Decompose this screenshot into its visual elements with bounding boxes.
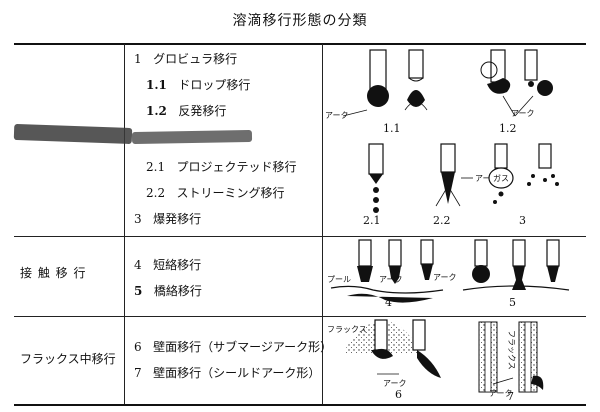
arc-label: アーク [475,174,499,183]
figure-2-1: 2.1 [363,143,384,227]
figure-label: 2.2 [433,214,451,227]
list-item: 5 橋絡移行 [134,282,202,299]
item-text: プロジェクテッド移行 [176,160,297,174]
list-item: 2.2 ストリーミング移行 [146,184,285,201]
item-number: 1.2 [146,104,167,118]
arc-label: アーク [383,379,407,388]
item-text: ストリーミング移行 [176,186,285,200]
figure-label: 4 [385,296,392,309]
category-label: 接 触 移 行 [20,266,87,280]
arc-label: アーク [489,389,513,398]
item-number: 3 [134,212,142,226]
figure-label: 2.1 [363,214,381,227]
figure-3: ガス 3 [488,143,559,227]
list-item: 7 壁面移行（シールドアーク形） [134,364,320,381]
item-number: 7 [134,366,142,380]
table-top-border [14,43,586,45]
row-divider-2 [14,316,586,317]
item-number: 5 [134,284,143,298]
item-text: 爆発移行 [153,212,202,226]
figure-6: フラックス アーク 6 [327,319,441,401]
column-divider-2 [322,44,323,404]
figure-2-2: アーク 2.2 [433,143,499,227]
redaction-smear [131,129,253,145]
item-text: 橋絡移行 [153,284,202,298]
pool-label: プール [327,275,351,284]
gas-label: ガス [493,173,509,183]
flux-label: フラックス [327,325,367,334]
category-label: フラックス中移行 [20,352,116,366]
arc-label: アーク [433,273,457,282]
list-item: 1 グロビュラ移行 [134,50,237,67]
redaction-smear [13,123,133,145]
figure-1-1: アーク 1.1 [325,49,428,135]
item-text: 壁面移行（シールドアーク形） [153,366,321,380]
figure-label: 1.2 [499,122,517,135]
item-text: 反発移行 [178,104,227,118]
row-divider-1 [14,236,586,237]
figure-label: 1.1 [383,122,401,135]
item-text: グロビュラ移行 [153,52,238,66]
list-item: 6 壁面移行（サブマージアーク形） [134,338,332,355]
item-text: 短絡移行 [153,258,202,272]
column-divider-1 [124,44,125,404]
list-item: 2.1 プロジェクテッド移行 [146,158,297,175]
list-item: 1.2 反発移行 [146,102,226,119]
figure-label: 7 [507,390,514,403]
list-item: 4 短絡移行 [134,256,201,273]
item-number: 6 [134,340,142,354]
figure-label: 6 [395,388,402,401]
table-bottom-border [14,404,586,406]
item-number: 2.1 [146,160,166,174]
figure-4: プール アーク アーク 4 [327,239,457,309]
item-number: 1.1 [146,78,167,92]
list-item: 1.1 ドロップ移行 [146,76,250,93]
figure-label: 5 [509,296,516,309]
arc-label: アーク [511,109,535,118]
figure-1-2: アーク 1.2 [480,49,553,135]
item-text: ドロップ移行 [178,78,251,92]
list-item: 3 爆発移行 [134,210,201,227]
transfer-diagrams: アーク 1.1 アーク 1.2 2.1 アーク 2.2 ガ [325,49,570,403]
figure-7: フラックス アーク 7 [478,321,544,403]
figure-5: 5 [462,239,570,309]
arc-label: アーク [325,111,349,120]
flux-label: フラックス [507,330,516,370]
item-number: 2.2 [146,186,166,200]
item-text: 壁面移行（サブマージアーク形） [153,340,333,354]
figure-label: 3 [519,214,526,227]
item-number: 4 [134,258,142,272]
arc-label: アーク [379,275,403,284]
item-number: 1 [134,52,142,66]
page-title: 溶滴移行形態の分類 [232,13,368,29]
